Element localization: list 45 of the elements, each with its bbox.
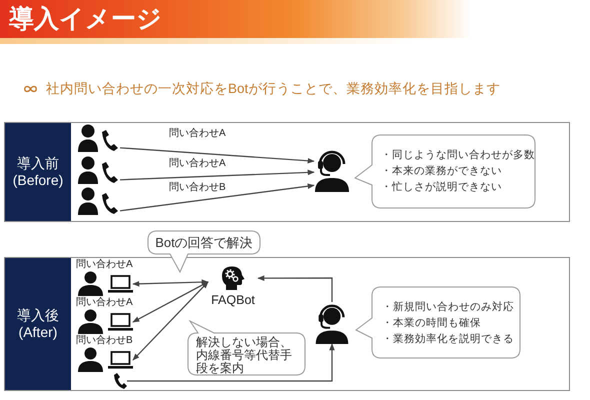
bubble-text: ・同じような問い合わせが多数 [381, 148, 535, 163]
section-heading: 導入前 (Before) [5, 123, 71, 221]
person-phone-icon [78, 124, 120, 152]
edge-label: 問い合わせA [168, 158, 227, 170]
person-phone-icon [78, 187, 120, 215]
laptop-icon [108, 313, 133, 331]
arrow [132, 281, 208, 360]
bubble-text: ・忙しさが説明できない [381, 180, 502, 195]
arrow [132, 279, 209, 287]
bubble-text: ・本業の時間も確保 [382, 316, 481, 331]
query-label: 問い合わせA [76, 297, 133, 309]
node-label: FAQBot [210, 293, 256, 307]
speech-bubble [148, 231, 260, 272]
person-icon [78, 309, 103, 334]
query-label: 問い合わせA [76, 259, 133, 271]
section-panel [4, 257, 570, 391]
speech-bubble [356, 287, 520, 358]
person-phone-icon [78, 156, 120, 184]
arrow [120, 183, 315, 212]
section-panel [4, 122, 570, 222]
speech-bubble [188, 321, 305, 375]
arrow [127, 343, 335, 382]
headset-person-icon [314, 148, 350, 192]
arrow [257, 275, 333, 302]
bubble-text: 解決しない場合、内線番号等代替手段を案内 [196, 336, 293, 375]
speech-bubble [355, 135, 535, 209]
person-icon [78, 271, 103, 296]
person-icon [78, 347, 103, 372]
bubble-text: ・業務効率化を説明できる [382, 332, 514, 347]
laptop-icon [108, 275, 133, 293]
headset-person-icon [314, 302, 350, 344]
page-title: 導入イメージ [9, 4, 162, 34]
arrow [120, 170, 315, 180]
phone-icon [113, 373, 127, 389]
query-label: 問い合わせB [76, 335, 133, 347]
edge-label: 問い合わせA [168, 128, 227, 140]
arrow [132, 281, 209, 323]
bubble-text: Botの回答で解決 [154, 235, 254, 250]
lead-text: 社内問い合わせの一次対応をBotが行うことで、業務効率化を目指します [46, 80, 500, 97]
bubble-text: ・新規問い合わせのみ対応 [382, 300, 514, 315]
section-heading: 導入後 (After) [5, 258, 71, 390]
laptop-icon [108, 351, 133, 369]
arrow [120, 147, 315, 164]
edge-label: 問い合わせB [168, 182, 227, 194]
bubble-text: ・本来の業務ができない [381, 164, 502, 179]
